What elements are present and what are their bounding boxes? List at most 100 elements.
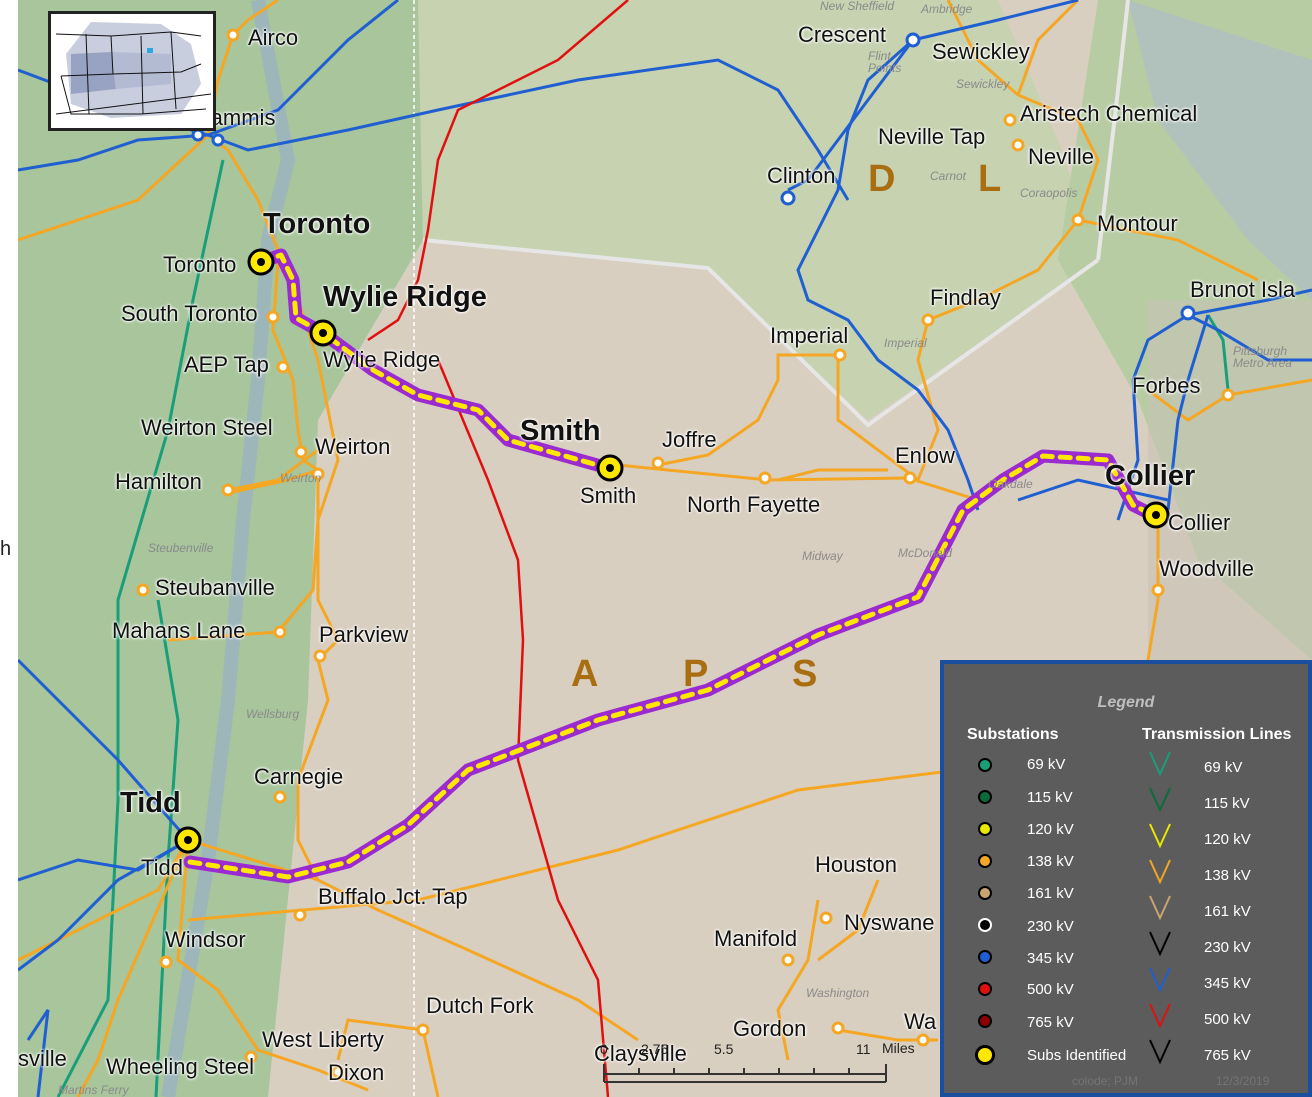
scale-tick-1: 2.75: [641, 1041, 669, 1057]
line-69kv: [56, 159, 225, 1097]
line-345kv-icon: [1149, 967, 1171, 993]
legend-credit-source: colode; PJM: [1072, 1074, 1139, 1088]
line-row-161kv: 161 kV: [1204, 903, 1251, 920]
town-mcdonald: McDonald: [898, 546, 953, 560]
label-carnegie: Carnegie: [254, 764, 344, 789]
sub-230kv-icon: [978, 918, 992, 932]
label-joffre: Joffre: [662, 427, 717, 452]
sub-row-500kv: 500 kV: [1027, 981, 1074, 998]
label-claysville: Claysville: [594, 1041, 687, 1066]
label-toronto-big: Toronto: [263, 208, 371, 240]
line-138kv-icon: [1149, 859, 1171, 885]
legend-credit-date: 12/3/2019: [1216, 1074, 1270, 1088]
label-montour: Montour: [1097, 211, 1178, 236]
label-wylie-big: Wylie Ridge: [323, 281, 487, 313]
green-terrain-west: [18, 0, 423, 1097]
sub-120kv-icon: [978, 822, 992, 836]
line-row-115kv: 115 kV: [1204, 795, 1250, 812]
label-findlay: Findlay: [930, 285, 1001, 310]
town-steubenville: Steubenville: [148, 541, 214, 555]
transmission-map[interactable]: Toronto Toronto Wylie Ridge Wylie Ridge …: [18, 0, 1312, 1097]
line-row-120kv: 120 kV: [1204, 831, 1251, 848]
label-sville: sville: [18, 1046, 67, 1071]
label-collier: Collier: [1168, 510, 1231, 535]
label-neville: Neville: [1028, 144, 1095, 169]
label-south-toronto: South Toronto: [121, 301, 258, 326]
label-smith-big: Smith: [520, 415, 601, 447]
legend-line-symbols: [1149, 751, 1171, 1065]
label-dixon: Dixon: [328, 1060, 385, 1085]
label-crescent: Crescent: [798, 22, 887, 47]
sub-row-69kv: 69 kV: [1027, 756, 1066, 773]
inset-locator-map[interactable]: [48, 11, 216, 131]
town-sewickley: Sewickley: [956, 77, 1010, 91]
label-clinton: Clinton: [767, 163, 836, 188]
label-brunot: Brunot Isla: [1190, 277, 1296, 302]
sub-row-identified: Subs Identified: [1027, 1047, 1127, 1064]
label-tidd-big: Tidd: [120, 787, 181, 819]
sub-115kv-icon: [978, 790, 992, 804]
map-canvas: [18, 0, 1312, 1097]
label-weirton: Weirton: [315, 434, 391, 459]
town-new-sheffield: New Sheffield: [820, 0, 895, 13]
label-wa: Wa: [904, 1009, 937, 1034]
town-wellsburg: Wellsburg: [246, 707, 300, 721]
river-ohio-west: [161, 0, 296, 1097]
sub-row-138kv: 138 kV: [1027, 853, 1074, 870]
label-hamilton: Hamilton: [115, 469, 202, 494]
river-ohio: [1128, 0, 1312, 300]
label-buffalo-jct-tap: Buffalo Jct. Tap: [318, 884, 468, 909]
line-row-69kv: 69 kV: [1204, 759, 1243, 776]
lines-500kv: [367, 0, 629, 1097]
zone-dl-d: D: [868, 158, 896, 200]
line-500kv-icon: [1149, 1003, 1171, 1029]
label-mahans-lane: Mahans Lane: [112, 618, 246, 643]
identified-substations: [174, 248, 1170, 854]
zone-boundary: [422, 0, 1130, 428]
sub-row-115kv: 115 kV: [1027, 789, 1073, 806]
line-120kv-icon: [1149, 823, 1171, 849]
town-flint: Flint Points: [868, 49, 902, 75]
zone-dl-l: L: [978, 158, 1002, 200]
line-765kv-icon: [1149, 1039, 1171, 1065]
label-woodville: Woodville: [1159, 556, 1254, 581]
sub-row-230kv: 230 kV: [1027, 918, 1074, 935]
zone-aps-p: P: [683, 653, 709, 695]
scale-unit: Miles: [882, 1040, 915, 1056]
line-row-345kv: 345 kV: [1204, 975, 1251, 992]
label-manifold: Manifold: [714, 926, 798, 951]
sub-row-120kv: 120 kV: [1027, 821, 1074, 838]
label-weirton-steel: Weirton Steel: [141, 415, 273, 440]
label-parkview: Parkview: [319, 622, 409, 647]
label-neville-tap: Neville Tap: [878, 124, 986, 149]
left-edge-letter: h: [0, 538, 12, 560]
town-weirton: Weirton: [280, 471, 322, 485]
identified-path: [183, 248, 1160, 884]
label-west-liberty: West Liberty: [262, 1027, 384, 1052]
line-row-765kv: 765 kV: [1204, 1047, 1251, 1064]
label-forbes: Forbes: [1132, 373, 1201, 398]
line-row-230kv: 230 kV: [1204, 939, 1251, 956]
town-martins-ferry: Martins Ferry: [58, 1083, 129, 1097]
line-161kv-icon: [1149, 895, 1171, 921]
scale-tick-2: 5.5: [714, 1041, 734, 1057]
legend-lines-header: Transmission Lines: [1142, 726, 1292, 743]
town-oakdale: Oakdale: [988, 477, 1033, 491]
scale-tick-3: 11: [856, 1041, 871, 1057]
zone-aps-a: A: [571, 653, 599, 695]
label-steubanville: Steubanville: [155, 575, 275, 600]
line-row-500kv: 500 kV: [1204, 1011, 1251, 1028]
label-windsor: Windsor: [165, 927, 246, 952]
label-sewickley: Sewickley: [932, 39, 1030, 64]
scale-tick-0: 0: [600, 1041, 608, 1057]
sub-identified-icon: [975, 1045, 995, 1065]
sub-161kv-icon: [978, 886, 992, 900]
sub-row-345kv: 345 kV: [1027, 950, 1074, 967]
town-midway: Midway: [802, 549, 843, 563]
label-collier-big: Collier: [1105, 460, 1196, 492]
label-dutch-fork: Dutch Fork: [426, 993, 534, 1018]
label-gordon: Gordon: [733, 1016, 807, 1041]
label-toronto: Toronto: [163, 252, 237, 277]
legend-substations-header: Substations: [967, 726, 1059, 743]
scale-bar: 0 2.75 5.5 11: [596, 1036, 896, 1086]
